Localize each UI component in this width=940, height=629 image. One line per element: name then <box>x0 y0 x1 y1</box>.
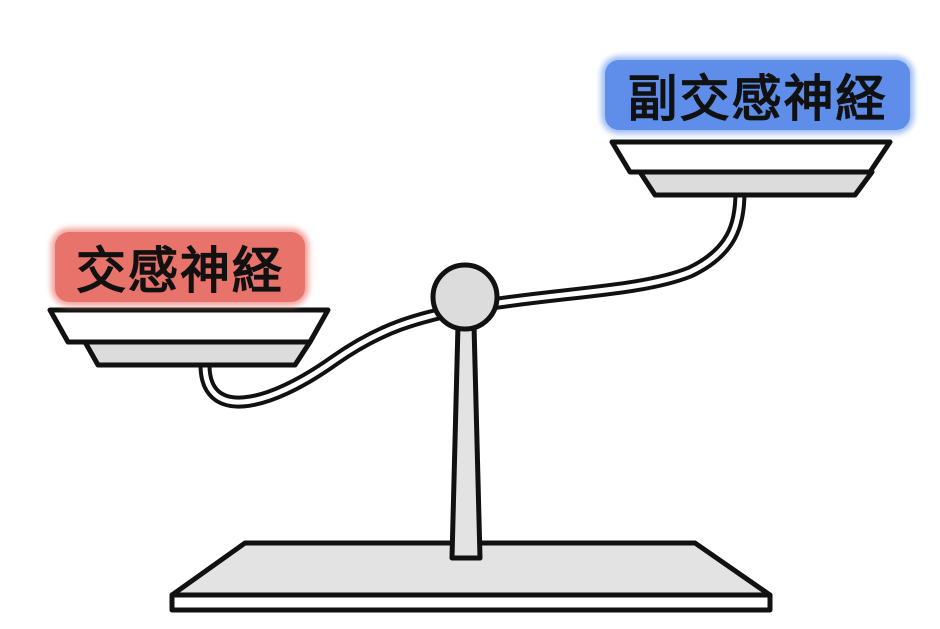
scale-base <box>169 540 773 613</box>
left-pan <box>47 307 331 368</box>
scale-post <box>449 322 483 561</box>
sympathetic-nerve-label: 交感神経 <box>55 232 305 302</box>
right-pan <box>609 139 893 198</box>
pivot-ball <box>430 262 500 332</box>
parasympathetic-nerve-label: 副交感神経 <box>605 60 910 130</box>
